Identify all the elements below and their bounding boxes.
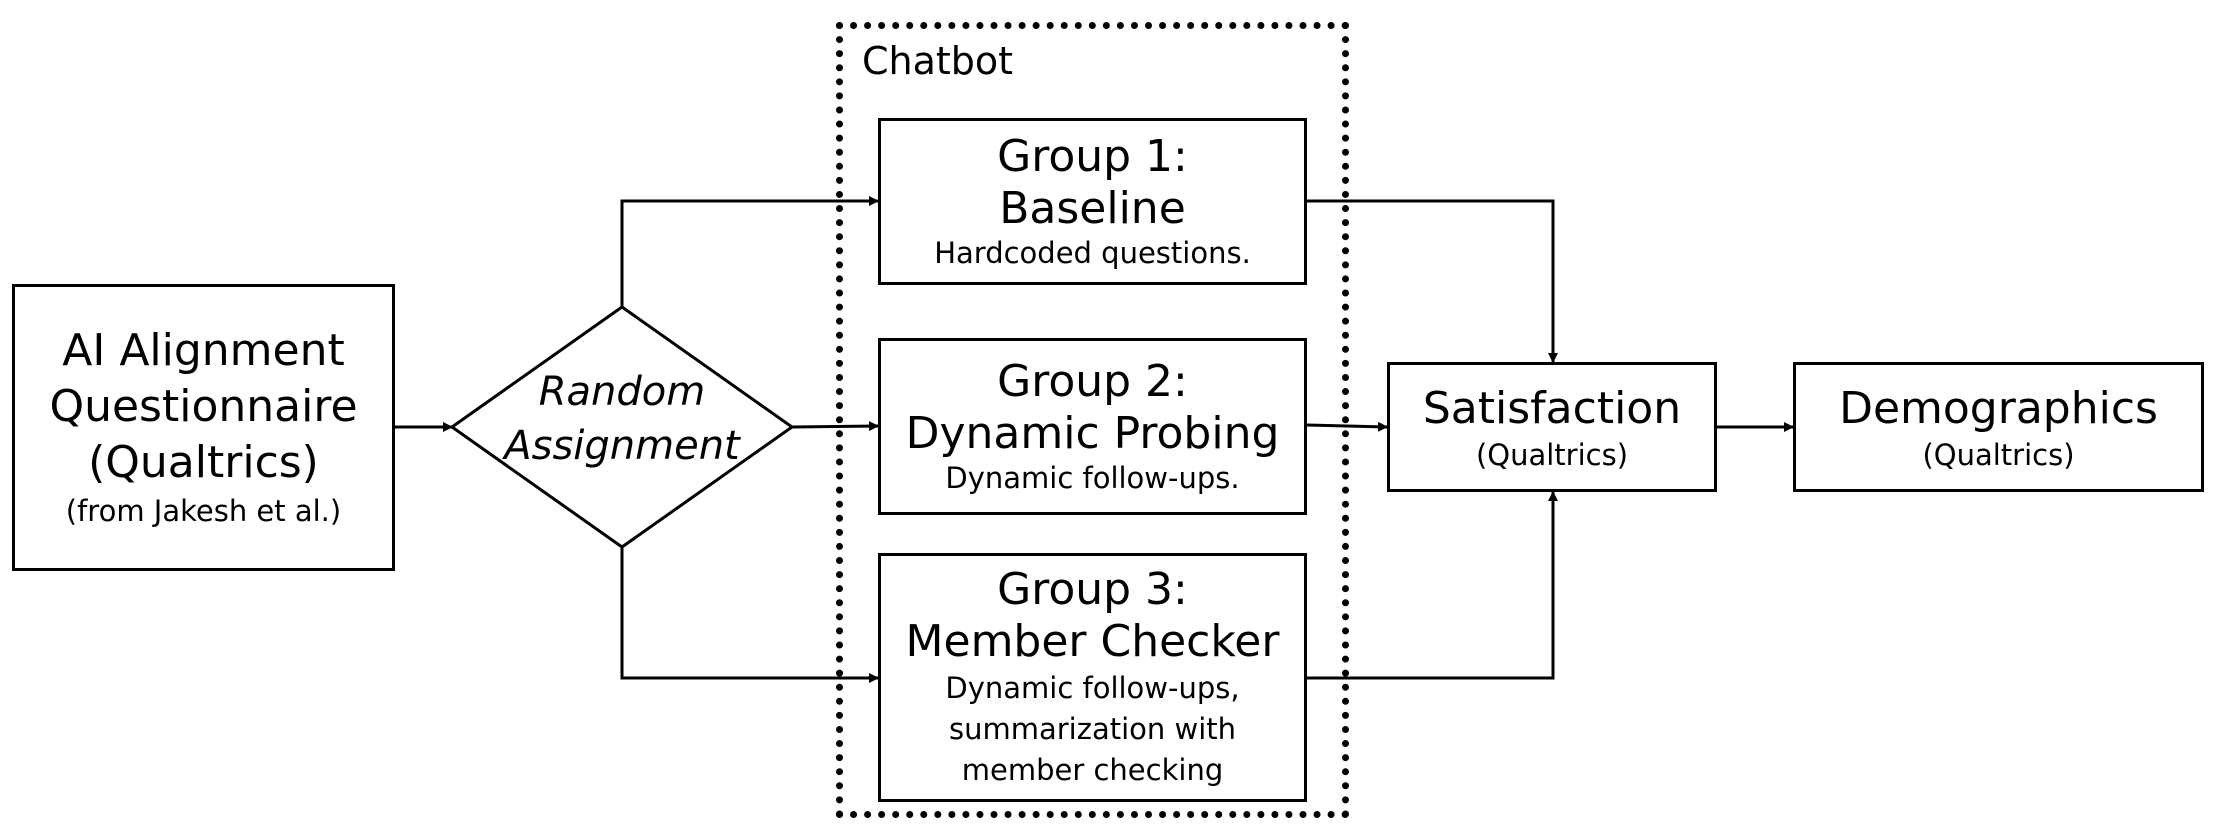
chatbot-frame: [836, 22, 1349, 818]
group2-description: Dynamic follow-ups.: [945, 461, 1240, 495]
demographics-box: Demographics (Qualtrics): [1793, 362, 2204, 492]
group2-title-line2: Dynamic Probing: [905, 408, 1280, 459]
demographics-note: (Qualtrics): [1922, 437, 2075, 472]
questionnaire-box: AI Alignment Questionnaire (Qualtrics) (…: [12, 284, 395, 571]
group1-title-line1: Group 1:: [997, 131, 1188, 182]
arrow-assignment-to-group3: [620, 547, 879, 683]
group1-description: Hardcoded questions.: [934, 236, 1251, 270]
group2-box: Group 2: Dynamic Probing Dynamic follow-…: [878, 338, 1307, 515]
satisfaction-title: Satisfaction: [1422, 382, 1682, 434]
arrow-group3-to-satisfaction: [1307, 491, 1558, 680]
group3-box: Group 3: Member Checker Dynamic follow-u…: [878, 553, 1307, 802]
chatbot-frame-label: Chatbot: [862, 39, 1014, 83]
random-assignment-line2: Assignment: [504, 423, 740, 469]
arrow-group1-to-satisfaction: [1307, 199, 1558, 363]
questionnaire-title-line1: AI Alignment: [62, 325, 345, 376]
random-assignment-label: Random Assignment: [452, 365, 792, 473]
group2-title-line1: Group 2:: [997, 356, 1188, 407]
random-assignment-diamond: [449, 305, 795, 549]
questionnaire-title-line2: Questionnaire: [49, 381, 358, 432]
arrow-assignment-to-group1: [620, 196, 879, 307]
questionnaire-source-note: (from Jakesh et al.): [65, 494, 342, 528]
group3-description-line1: Dynamic follow-ups,: [945, 671, 1240, 705]
satisfaction-box: Satisfaction (Qualtrics): [1387, 362, 1717, 492]
demographics-title: Demographics: [1839, 382, 2158, 434]
arrow-assignment-to-group2: [791, 421, 879, 432]
group1-title-line2: Baseline: [999, 183, 1186, 234]
questionnaire-title-line3: (Qualtrics): [88, 437, 319, 488]
satisfaction-note: (Qualtrics): [1475, 437, 1629, 472]
group3-title-line1: Group 3:: [997, 564, 1188, 615]
group3-description-line3: member checking: [961, 753, 1224, 787]
random-assignment-line1: Random: [538, 369, 706, 415]
group1-box: Group 1: Baseline Hardcoded questions.: [878, 118, 1307, 285]
group3-description-line2: summarization with: [948, 712, 1237, 746]
group3-title-line2: Member Checker: [905, 616, 1280, 667]
